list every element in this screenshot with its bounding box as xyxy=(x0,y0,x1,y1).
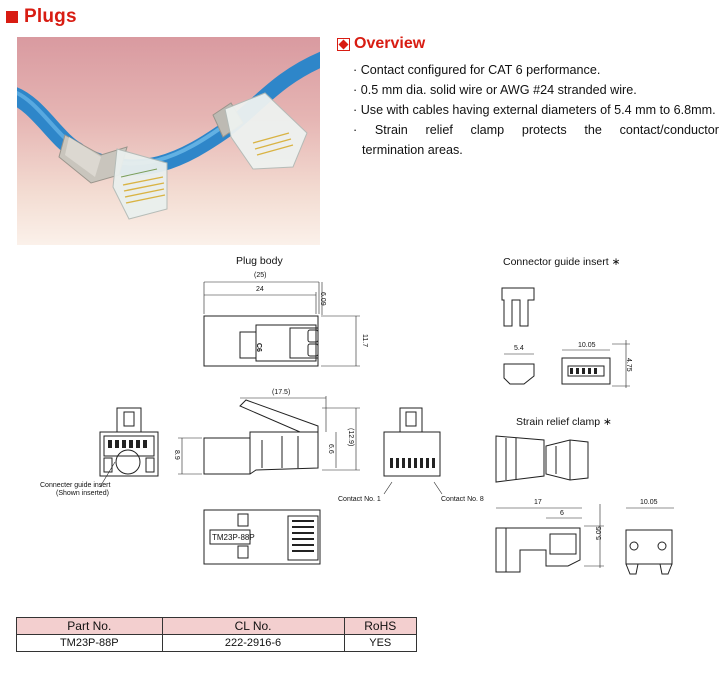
guide-insert-top xyxy=(501,287,535,327)
dim-label: (17.5) xyxy=(272,389,291,396)
col-header-cl-no: CL No. xyxy=(161,617,345,635)
bullet-2: · 0.5 mm dia. solid wire or AWG #24 stra… xyxy=(353,83,637,97)
plug-front-view-left xyxy=(99,431,159,477)
dim-label: 10.05 xyxy=(640,499,658,506)
clamp-front xyxy=(625,529,673,565)
table-header-row: Part No. CL No. RoHS xyxy=(16,617,418,635)
dim-label: 4.75 xyxy=(625,358,632,372)
dim-label: 6.09 xyxy=(319,292,326,306)
col-header-part-no: Part No. xyxy=(16,617,163,635)
clamp-side xyxy=(495,527,581,573)
table-row: TM23P-88P 222-2916-6 YES xyxy=(16,634,418,652)
dim-label: 17 xyxy=(534,499,542,506)
dim-label: 5.05 xyxy=(596,526,603,540)
dim-label: 6 xyxy=(560,510,564,517)
contact-1-label: Contact No. 1 xyxy=(338,496,381,503)
guide-insert-side xyxy=(503,363,535,385)
overview-header: Overview xyxy=(337,35,425,53)
cable-plugs-illustration xyxy=(17,51,320,220)
bullet-4-continuation: termination areas. xyxy=(362,143,463,157)
bullet-1: · Contact configured for CAT 6 performan… xyxy=(353,63,601,77)
section-title: Plugs xyxy=(24,6,77,27)
bullet-4: · Strain relief clamp protects the conta… xyxy=(353,123,719,137)
plug-body-caption: Plug body xyxy=(236,255,283,267)
spec-table: Part No. CL No. RoHS TM23P-88P 222-2916-… xyxy=(16,617,418,652)
cell-rohs: YES xyxy=(343,634,418,652)
callout-insert-line1: Connecter guide insert xyxy=(40,482,111,489)
section-header: Plugs xyxy=(6,6,77,28)
strain-relief-caption: Strain relief clamp ∗ xyxy=(516,416,612,428)
section-square-icon xyxy=(6,11,18,23)
dim-label: (12.9) xyxy=(347,428,354,447)
dim-label: (25) xyxy=(254,272,267,279)
plug-bottom-view xyxy=(203,509,321,565)
dim-label: 5.4 xyxy=(514,345,524,352)
col-header-rohs: RoHS xyxy=(343,617,418,635)
overview-title: Overview xyxy=(354,35,426,52)
overview-bullets: · Contact configured for CAT 6 performan… xyxy=(353,60,719,160)
cell-cl-no: 222-2916-6 xyxy=(161,634,345,652)
dim-label: 8.9 xyxy=(173,450,180,460)
contact-8-label: Contact No. 8 xyxy=(441,496,484,503)
product-photo xyxy=(17,37,320,245)
bullet-3: · Use with cables having external diamet… xyxy=(353,103,716,117)
plug-side-view xyxy=(203,431,319,475)
guide-insert-front xyxy=(561,357,611,385)
dim-label: 10.05 xyxy=(578,342,596,349)
part-marking: TM23P-88P xyxy=(212,533,255,542)
guide-insert-caption: Connector guide insert ∗ xyxy=(503,256,621,268)
dim-label: 11.7 xyxy=(361,334,368,348)
plug-marking: C6 xyxy=(255,343,262,352)
plug-front-view-right xyxy=(383,431,441,477)
diamond-bullet-icon xyxy=(337,37,350,51)
cell-part-no: TM23P-88P xyxy=(16,634,163,652)
callout-insert-line2: (Shown inserted) xyxy=(56,490,109,497)
dim-label: 24 xyxy=(256,286,264,293)
dim-label: 6.6 xyxy=(327,444,334,454)
clamp-top xyxy=(495,435,545,483)
